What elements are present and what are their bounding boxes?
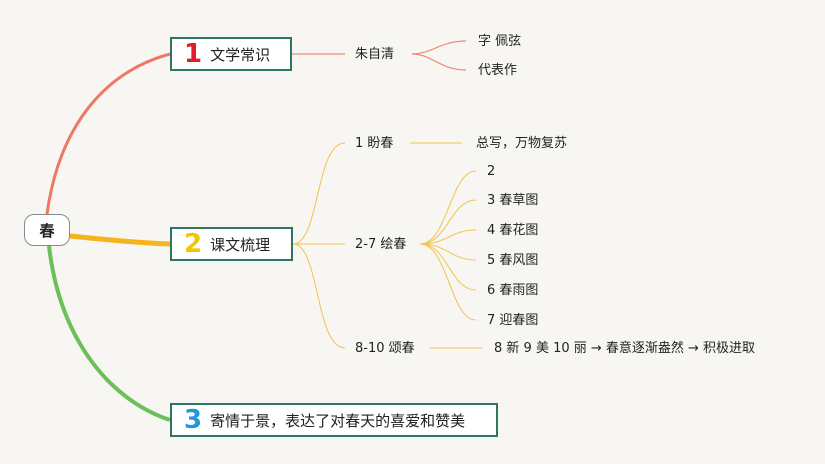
section-depicting[interactable]: 2-7 绘春 — [355, 237, 407, 252]
author-courtesy-name[interactable]: 字 佩弦 — [478, 34, 522, 49]
picture-item[interactable]: 7 迎春图 — [487, 313, 539, 328]
picture-item[interactable]: 5 春风图 — [487, 253, 539, 268]
link-pic-5 — [419, 243, 477, 291]
topic-number-1: 1 — [184, 39, 203, 69]
link-pic-2 — [419, 199, 477, 245]
branch-line-2 — [69, 233, 171, 247]
topic-theme[interactable]: 3 寄情于景，表达了对春天的喜爱和赞美 — [170, 403, 498, 437]
link-pic-6 — [419, 243, 477, 321]
branch-line-3 — [47, 245, 171, 422]
link-pic-4 — [419, 243, 477, 261]
topic-label-3: 寄情于景，表达了对春天的喜爱和赞美 — [210, 411, 466, 430]
author-node[interactable]: 朱自清 — [355, 47, 395, 62]
link-pic-3 — [419, 229, 477, 245]
branch-line-1 — [45, 52, 171, 215]
section-longing-detail[interactable]: 总写，万物复苏 — [476, 136, 568, 151]
topic-label-1: 文学常识 — [210, 45, 271, 64]
link-author-detail-1 — [411, 40, 467, 55]
picture-item[interactable]: 3 春草图 — [487, 193, 539, 208]
picture-item[interactable]: 6 春雨图 — [487, 283, 539, 298]
picture-item[interactable]: 2 — [487, 164, 496, 179]
link-pic-1 — [419, 170, 477, 245]
root-label: 春 — [39, 221, 55, 240]
topic-number-3: 3 — [184, 405, 203, 435]
link-topic2-sec1 — [292, 142, 346, 245]
link-author-detail-2 — [411, 53, 467, 71]
link-topic2-sec3 — [292, 243, 346, 349]
picture-item[interactable]: 4 春花图 — [487, 223, 539, 238]
topic-number-2: 2 — [184, 229, 203, 259]
author-representative-works[interactable]: 代表作 — [478, 63, 518, 78]
topic-label-2: 课文梳理 — [210, 235, 271, 254]
section-longing[interactable]: 1 盼春 — [355, 136, 394, 151]
section-praising-detail[interactable]: 8 新 9 美 10 丽 → 春意逐渐盎然 → 积极进取 — [494, 341, 756, 356]
root-node[interactable]: 春 — [24, 214, 70, 246]
topic-text-structure[interactable]: 2 课文梳理 — [170, 227, 293, 261]
topic-literature[interactable]: 1 文学常识 — [170, 37, 292, 71]
section-praising[interactable]: 8-10 颂春 — [355, 341, 415, 356]
